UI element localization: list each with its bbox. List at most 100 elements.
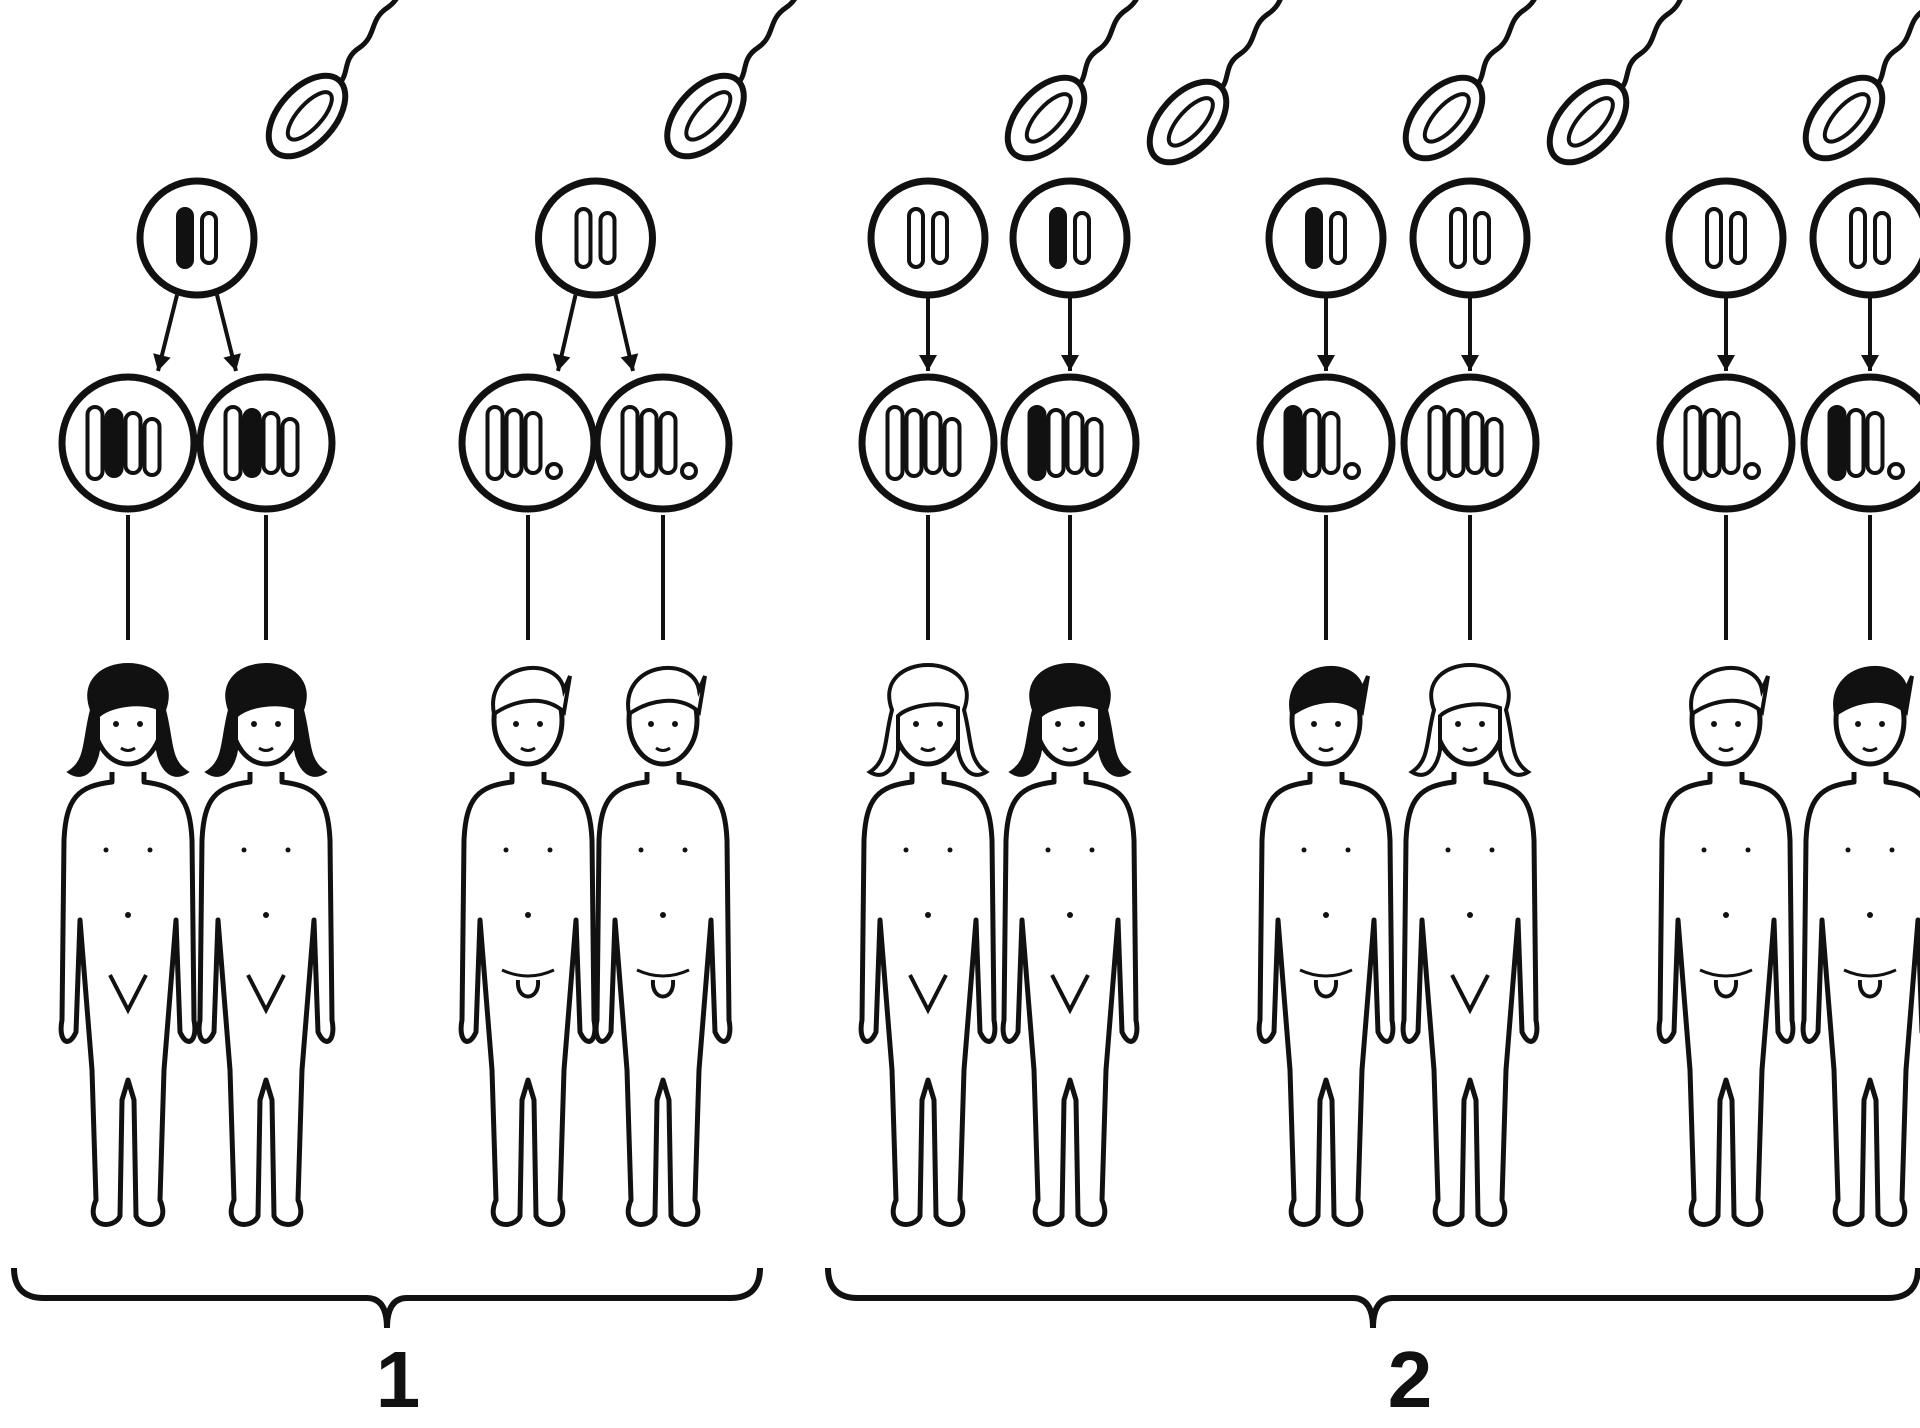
chromosome-icon xyxy=(107,410,122,476)
chromosome-icon xyxy=(1487,419,1502,475)
connector-arrow xyxy=(1461,295,1479,371)
chromosome-icon xyxy=(507,410,522,476)
chromosome-icon xyxy=(1830,407,1845,479)
chromosome-icon xyxy=(1868,413,1883,473)
connector-arrow xyxy=(919,295,937,371)
child-figure-icon xyxy=(199,665,333,1224)
brace-group-2 xyxy=(828,1268,1918,1328)
zygote-cell-icon xyxy=(1660,377,1792,509)
chromosome-icon xyxy=(1430,407,1445,479)
chromosome-icon xyxy=(1030,407,1045,479)
egg-cell-icon xyxy=(1669,181,1783,295)
zygote-cell-icon xyxy=(597,377,729,509)
arrow-head-icon xyxy=(1061,355,1079,371)
sperm-icon xyxy=(1135,0,1326,176)
chromosome-icon xyxy=(1724,413,1739,473)
chromosome-icon xyxy=(1875,213,1889,263)
chromosome-icon xyxy=(1087,419,1102,475)
chromosome-icon xyxy=(488,407,503,479)
connector-arrow xyxy=(553,295,576,371)
chromosome-icon xyxy=(1324,413,1339,473)
connector-arrow xyxy=(1317,295,1335,371)
sperm-icon xyxy=(653,0,844,170)
arrow-head-icon xyxy=(1317,355,1335,371)
connector-arrow xyxy=(1061,295,1079,371)
connector-arrow xyxy=(153,295,177,371)
chromosome-icon xyxy=(226,407,241,479)
sperm-icon xyxy=(254,0,445,170)
connector-arrow xyxy=(1717,295,1735,371)
chromosome-icon xyxy=(145,419,160,475)
sperm-icon xyxy=(1791,0,1920,172)
zygote-cell-icon xyxy=(462,377,594,509)
chromosome-icon xyxy=(1686,407,1701,479)
egg-cell-icon xyxy=(871,181,985,295)
arrow-head-icon xyxy=(1861,355,1879,371)
connector-arrow xyxy=(1861,295,1879,371)
chromosome-icon xyxy=(601,213,615,263)
zygote-cell-icon xyxy=(62,377,194,509)
chromosome-icon xyxy=(1475,213,1489,263)
child-figure-icon xyxy=(1403,665,1537,1224)
group-label-1: 1 xyxy=(376,1340,421,1420)
child-figure-icon xyxy=(1659,668,1793,1225)
chromosome-icon xyxy=(945,419,960,475)
arrow-head-icon xyxy=(153,353,170,371)
chromosome-icon xyxy=(1707,209,1721,267)
chromosome-icon xyxy=(1286,407,1301,479)
zygote-cell-icon xyxy=(1260,377,1392,509)
connector-arrow xyxy=(217,295,241,371)
arrow-head-icon xyxy=(553,353,571,371)
child-figure-icon xyxy=(1803,668,1920,1225)
chromosome-icon xyxy=(1068,413,1083,473)
chromosome-icon xyxy=(1468,413,1483,473)
child-figure-icon xyxy=(61,665,195,1224)
zygote-cell-icon xyxy=(862,377,994,509)
zygote-cell-icon xyxy=(1404,377,1536,509)
chromosome-icon xyxy=(1849,410,1864,476)
arrow-head-icon xyxy=(1461,355,1479,371)
chromosome-icon xyxy=(1051,209,1065,267)
chromosome-icon xyxy=(245,410,260,476)
sperm-icon xyxy=(1535,0,1726,176)
arrow-head-icon xyxy=(919,355,937,371)
chromosome-icon xyxy=(661,413,676,473)
child-figure-icon xyxy=(861,665,995,1224)
chromosome-icon xyxy=(1305,410,1320,476)
egg-cell-icon xyxy=(1013,181,1127,295)
chromosome-icon xyxy=(126,413,141,473)
chromosome-icon xyxy=(1307,209,1321,267)
chromosome-icon xyxy=(888,407,903,479)
egg-cell-icon xyxy=(1413,181,1527,295)
chromosome-icon xyxy=(88,407,103,479)
egg-cell-icon xyxy=(1269,181,1383,295)
arrow-head-icon xyxy=(1717,355,1735,371)
child-figure-icon xyxy=(461,668,595,1225)
connector-arrow xyxy=(616,295,639,371)
chromosome-icon xyxy=(1731,213,1745,263)
chromosome-icon xyxy=(264,413,279,473)
chromosome-icon xyxy=(926,413,941,473)
child-figure-icon xyxy=(1259,668,1393,1225)
chromosome-icon xyxy=(1049,410,1064,476)
chromosome-icon xyxy=(1075,213,1089,263)
chromosome-icon xyxy=(907,410,922,476)
chromosome-icon xyxy=(202,213,216,263)
child-figure-icon xyxy=(1003,665,1137,1224)
zygote-cell-icon xyxy=(200,377,332,509)
chromosome-icon xyxy=(1851,209,1865,267)
brace-group-1 xyxy=(14,1268,760,1328)
egg-cell-icon xyxy=(1813,181,1920,295)
chromosome-icon xyxy=(642,410,657,476)
chromosome-icon xyxy=(623,407,638,479)
arrow-head-icon xyxy=(621,353,639,371)
group-label-2: 2 xyxy=(1388,1340,1433,1420)
chromosome-icon xyxy=(1451,209,1465,267)
chromosome-icon xyxy=(909,209,923,267)
zygote-cell-icon xyxy=(1004,377,1136,509)
arrow-head-icon xyxy=(223,353,240,371)
chromosome-icon xyxy=(1449,410,1464,476)
egg-cell-icon xyxy=(140,181,254,295)
chromosome-icon xyxy=(577,209,591,267)
